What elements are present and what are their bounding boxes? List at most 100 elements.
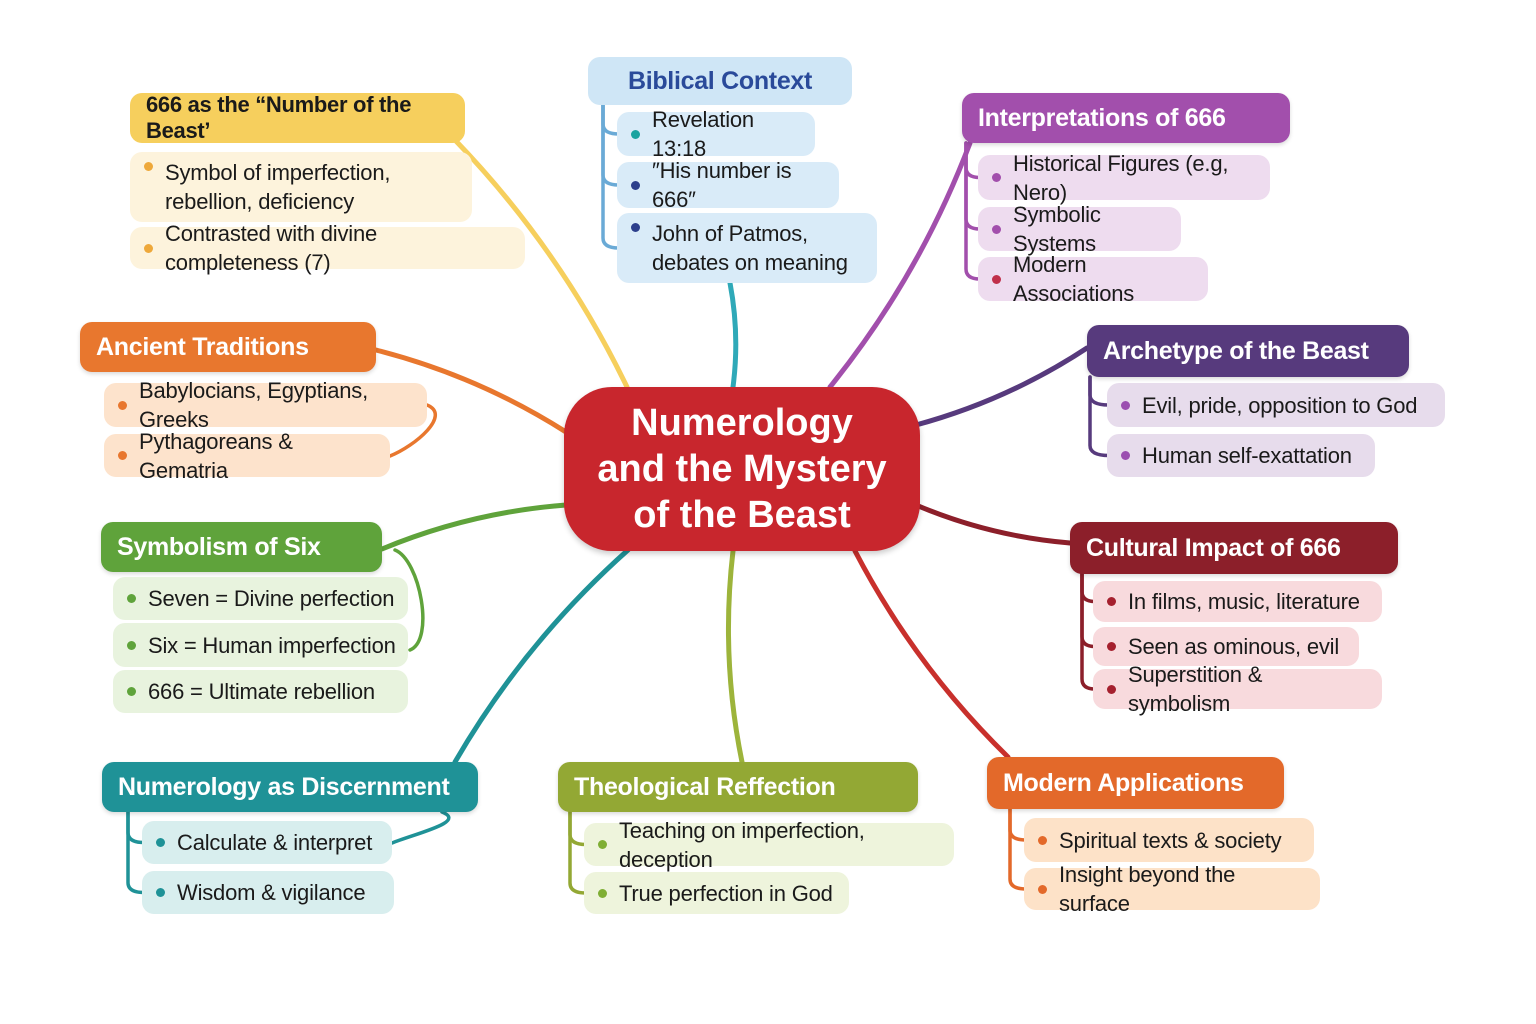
- item-label: Contrasted with divine completeness (7): [165, 221, 378, 275]
- branch-theological-item[interactable]: True perfection in God: [584, 872, 849, 914]
- bullet-icon: [1038, 884, 1047, 894]
- branch-number-of-beast-title: 666 as the “Number of the Beast’: [146, 92, 412, 143]
- branch-interpretations-item[interactable]: Modern Associations: [978, 252, 1208, 306]
- branch-cultural-impact-item[interactable]: Superstition & symbolism: [1093, 662, 1382, 716]
- bullet-icon: [1121, 451, 1130, 460]
- branch-symbolism-six-item[interactable]: Six = Human imperfection: [113, 623, 408, 667]
- item-label: Spiritual texts & society: [1059, 827, 1282, 853]
- connector-biblical-context: [727, 280, 739, 390]
- item-label: 666 = Ultimate rebellion: [148, 679, 375, 704]
- connector-archetype: [913, 345, 1090, 428]
- branch-interpretations-item[interactable]: Symbolic Systems: [978, 202, 1181, 256]
- bullet-icon: [1038, 835, 1047, 845]
- item-label: Human self-exattation: [1142, 443, 1352, 468]
- connector-theological: [725, 548, 745, 765]
- branch-modern-applications-item[interactable]: Insight beyond the surface: [1024, 862, 1320, 916]
- item-label: Historical Figures (e.g, Nero): [1013, 150, 1229, 205]
- bullet-icon: [156, 888, 165, 897]
- bullet-icon: [144, 243, 153, 253]
- branch-biblical-context-item[interactable]: ″His number is 666″: [617, 158, 839, 212]
- bullet-icon: [631, 223, 640, 232]
- item-label: Evil, pride, opposition to God: [1142, 392, 1418, 418]
- bullet-icon: [992, 224, 1001, 234]
- loop-discernment: [390, 810, 451, 845]
- branch-number-of-beast-header[interactable]: 666 as the “Number of the Beast’: [130, 92, 465, 143]
- branch-archetype-title: Archetype of the Beast: [1103, 336, 1369, 365]
- connector-symbolism-six: [379, 502, 569, 552]
- branch-ancient-traditions-item[interactable]: Pythagoreans & Gematria: [104, 429, 390, 483]
- central-topic[interactable]: Numerology and the Mystery of the Beast: [564, 387, 920, 551]
- item-label: Symbolic Systems: [1013, 202, 1101, 256]
- bullet-icon: [127, 687, 136, 696]
- item-label: Seven = Divine perfection: [148, 586, 395, 611]
- item-label: Superstition & symbolism: [1128, 662, 1263, 716]
- branch-modern-applications-item[interactable]: Spiritual texts & society: [1024, 818, 1314, 862]
- branch-biblical-context-item[interactable]: Revelation 13:18: [617, 107, 815, 161]
- central-title-line-2: and the Mystery: [597, 448, 887, 490]
- bullet-icon: [992, 274, 1001, 284]
- bullet-icon: [144, 162, 153, 171]
- branch-ancient-traditions-item[interactable]: Babylocians, Egyptians, Greeks: [104, 378, 427, 432]
- branch-discernment-title: Numerology as Discernment: [118, 772, 450, 801]
- branch-number-of-beast-item[interactable]: Symbol of imperfection, rebellion, defic…: [130, 152, 472, 222]
- item-label: Symbol of imperfection, rebellion, defic…: [165, 160, 391, 214]
- connector-discernment: [452, 547, 631, 765]
- branch-ancient-traditions-title: Ancient Traditions: [96, 332, 309, 361]
- branch-cultural-impact-item[interactable]: Seen as ominous, evil: [1093, 627, 1359, 666]
- item-label: In films, music, literature: [1128, 589, 1360, 614]
- item-label: Insight beyond the surface: [1059, 862, 1236, 916]
- item-label: Seen as ominous, evil: [1128, 634, 1340, 659]
- branch-theological-header[interactable]: Theological Reffection: [558, 762, 918, 812]
- branch-interpretations-header[interactable]: Interpretations of 666: [962, 93, 1290, 143]
- bullet-icon: [598, 888, 607, 898]
- branch-theological-item[interactable]: Teaching on imperfection, deception: [584, 818, 954, 872]
- bullet-icon: [118, 451, 127, 460]
- branch-modern-applications-title: Modern Applications: [1003, 768, 1244, 797]
- branch-cultural-impact-item[interactable]: In films, music, literature: [1093, 581, 1382, 622]
- branch-discernment-header[interactable]: Numerology as Discernment: [102, 762, 478, 812]
- item-label: Babylocians, Egyptians, Greeks: [139, 378, 368, 432]
- branch-symbolism-six-item[interactable]: 666 = Ultimate rebellion: [113, 670, 408, 713]
- branch-archetype-item[interactable]: Human self-exattation: [1107, 434, 1375, 477]
- branch-biblical-context-item[interactable]: John of Patmos, debates on meaning: [617, 213, 877, 283]
- item-label: True perfection in God: [619, 880, 833, 906]
- bullet-icon: [631, 129, 640, 139]
- bullet-icon: [631, 180, 640, 190]
- branch-cultural-impact-title: Cultural Impact of 666: [1086, 533, 1341, 562]
- branch-cultural-impact-header[interactable]: Cultural Impact of 666: [1070, 522, 1398, 574]
- branch-interpretations-item[interactable]: Historical Figures (e.g, Nero): [978, 151, 1270, 205]
- branch-symbolism-six-header[interactable]: Symbolism of Six: [101, 522, 382, 572]
- branch-theological-title: Theological Reffection: [574, 772, 836, 801]
- bullet-icon: [1107, 597, 1116, 606]
- item-label: Pythagoreans & Gematria: [139, 428, 293, 483]
- item-label: Calculate & interpret: [177, 830, 373, 855]
- item-label: Wisdom & vigilance: [177, 880, 366, 905]
- central-title-line-3: of the Beast: [633, 494, 851, 536]
- item-label: Modern Associations: [1013, 252, 1135, 306]
- branch-interpretations-title: Interpretations of 666: [978, 103, 1226, 132]
- item-label: Revelation 13:18: [652, 107, 754, 161]
- branch-biblical-context-title: Biblical Context: [627, 66, 813, 95]
- bullet-icon: [992, 173, 1001, 182]
- branch-number-of-beast-item[interactable]: Contrasted with divine completeness (7): [130, 221, 525, 275]
- connector-cultural-impact: [913, 502, 1073, 546]
- bullet-icon: [118, 400, 127, 410]
- bullet-icon: [598, 840, 607, 849]
- branch-symbolism-six-title: Symbolism of Six: [117, 532, 321, 561]
- connector-modern-applications: [852, 548, 1011, 760]
- branch-ancient-traditions-header[interactable]: Ancient Traditions: [80, 322, 376, 372]
- branch-biblical-context-header[interactable]: Biblical Context: [588, 57, 852, 105]
- bullet-icon: [127, 640, 136, 650]
- bullet-icon: [156, 838, 165, 847]
- item-label: Teaching on imperfection, deception: [619, 817, 865, 872]
- item-label: John of Patmos, debates on meaning: [652, 221, 848, 275]
- branch-archetype-item[interactable]: Evil, pride, opposition to God: [1107, 383, 1445, 427]
- branch-discernment-item[interactable]: Wisdom & vigilance: [142, 871, 394, 914]
- branch-symbolism-six-item[interactable]: Seven = Divine perfection: [113, 577, 408, 620]
- branch-discernment-item[interactable]: Calculate & interpret: [142, 821, 392, 864]
- branch-modern-applications-header[interactable]: Modern Applications: [987, 757, 1284, 809]
- bullet-icon: [1107, 684, 1116, 694]
- branch-archetype-header[interactable]: Archetype of the Beast: [1087, 325, 1409, 377]
- bullet-icon: [1121, 400, 1130, 410]
- bullet-icon: [1107, 642, 1116, 651]
